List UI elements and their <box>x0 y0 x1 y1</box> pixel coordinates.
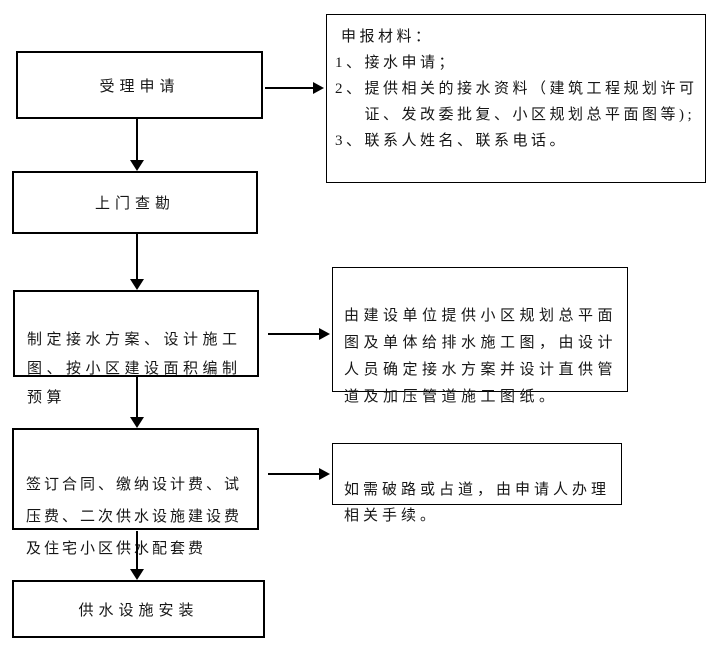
arrow-shaft <box>265 87 314 89</box>
node-design-note: 由建设单位提供小区规划总平面 图及单体给排水施工图，由设计 人员确定接水方案并设… <box>332 267 628 405</box>
arrow-shaft <box>136 234 138 280</box>
node-application-materials: 申报材料： 1、 接水申请； 2、 提供相关的接水资料（建筑工程规划许可证、发改… <box>326 14 706 183</box>
arrow-plan-to-design-note <box>268 328 330 340</box>
arrow-shaft <box>268 333 320 335</box>
arrow-shaft <box>268 473 320 475</box>
materials-item-2: 2、 提供相关的接水资料（建筑工程规划许可证、发改委批复、小区规划总平面图等); <box>335 76 699 128</box>
arrow-contract-to-road-note <box>268 468 330 480</box>
item-number: 1、 <box>335 55 365 71</box>
arrow-right-icon <box>319 468 330 480</box>
arrow-contract-to-install <box>130 531 144 580</box>
node-label: 由建设单位提供小区规划总平面 图及单体给排水施工图，由设计 人员确定接水方案并设… <box>344 308 618 405</box>
arrow-shaft <box>136 119 138 161</box>
materials-item-1: 1、 接水申请； <box>335 50 699 76</box>
node-label: 如需破路或占道，由申请人办理 相关手续。 <box>344 482 611 524</box>
node-plan-and-budget: 制定接水方案、设计施工 图、按小区建设面积编制 预算 <box>13 290 259 406</box>
node-label: 上门查勘 <box>94 196 175 212</box>
node-label: 签订合同、缴纳设计费、试 压费、二次供水设施建设费 及住宅小区供水配套费 <box>26 477 243 557</box>
arrow-right-icon <box>319 328 330 340</box>
arrow-shaft <box>136 531 138 570</box>
arrow-shaft <box>136 377 138 418</box>
node-accept-application: 受理申请 <box>16 51 263 119</box>
arrow-accept-to-survey <box>130 119 144 171</box>
arrow-down-icon <box>130 569 144 580</box>
item-text: 接水申请； <box>364 55 458 71</box>
arrow-right-icon <box>313 82 324 94</box>
arrow-down-icon <box>130 417 144 428</box>
node-contract-and-fees: 签订合同、缴纳设计费、试 压费、二次供水设施建设费 及住宅小区供水配套费 <box>12 428 259 557</box>
node-road-permit-note: 如需破路或占道，由申请人办理 相关手续。 <box>332 443 622 524</box>
arrow-down-icon <box>130 279 144 290</box>
arrow-plan-to-contract <box>130 377 144 428</box>
node-label: 制定接水方案、设计施工 图、按小区建设面积编制 预算 <box>27 332 242 406</box>
item-number: 3、 <box>335 133 365 149</box>
materials-item-3: 3、 联系人姓名、联系电话。 <box>335 128 699 154</box>
item-text: 提供相关的接水资料（建筑工程规划许可证、发改委批复、小区规划总平面图等); <box>364 81 698 123</box>
item-text: 联系人姓名、联系电话。 <box>364 133 569 149</box>
node-label: 供水设施安装 <box>78 602 199 619</box>
arrow-survey-to-plan <box>130 234 144 290</box>
materials-title: 申报材料： <box>341 29 434 45</box>
node-site-survey: 上门查勘 <box>12 171 258 234</box>
node-label: 受理申请 <box>99 78 180 95</box>
arrow-down-icon <box>130 160 144 171</box>
item-number: 2、 <box>335 81 365 97</box>
node-facility-installation: 供水设施安装 <box>12 580 265 638</box>
arrow-accept-to-materials <box>265 82 324 94</box>
